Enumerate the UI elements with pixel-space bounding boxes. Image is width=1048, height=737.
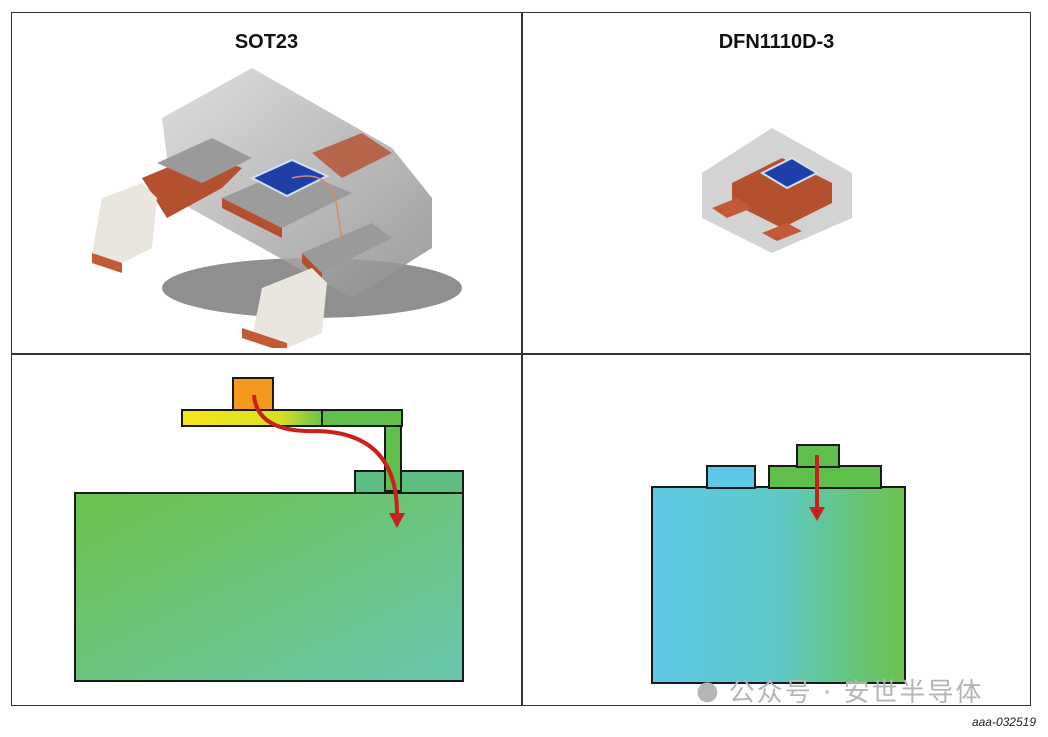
wechat-icon: ●: [696, 675, 721, 706]
dfn1110d3-3d-package-image: [702, 128, 852, 253]
sot23-3d-package-image: [92, 68, 462, 348]
watermark: ● 公众号 · 安世半导体: [696, 672, 983, 709]
sot23-thermal-cross-section: [74, 377, 464, 682]
column-divider: [521, 13, 523, 705]
sot23-title: SOT23: [234, 31, 299, 53]
dfn1110d3-title: DFN1110D-3: [718, 31, 835, 53]
watermark-text: 公众号 · 安世半导体: [728, 678, 984, 708]
dfn1110d3-thermal-cross-section: [651, 444, 906, 684]
comparison-table: SOT23 DFN1110D-3: [11, 12, 1031, 706]
row-divider: [12, 353, 1030, 355]
figure-id-caption: aaa-032519: [971, 715, 1036, 729]
